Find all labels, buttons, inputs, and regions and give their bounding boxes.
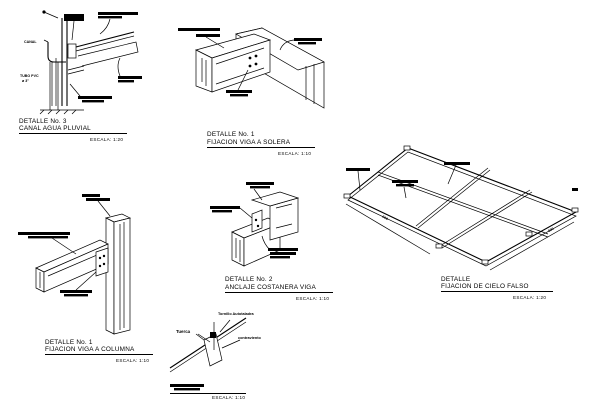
- detail-1-solera-title-name: FIJACION VIGA A SOLERA: [207, 139, 291, 146]
- detail-3-tubo-tag: TUBO PVC: [20, 74, 39, 78]
- detail-3-title-name: CANAL AGUA PLUVIAL: [19, 125, 91, 132]
- detail-4-drawing: [169, 317, 247, 391]
- detail-cielo-title-number: DETALLE: [441, 276, 471, 283]
- detail-1-columna-title-name: FIJACION VIGA A COLUMNA: [45, 346, 135, 353]
- detail-4-underline: [170, 393, 246, 394]
- detail-4-scale: ESCALA: 1:10: [212, 395, 246, 400]
- detail-4-tornillo-tag: Tornillo Autotaladra: [218, 312, 254, 316]
- detail-1-solera-underline: [207, 147, 315, 148]
- detail-cielo-underline: [441, 291, 553, 292]
- detail-3-scale: ESCALA: 1:20: [90, 137, 124, 142]
- detail-1-columna-title-number: DETALLE No. 1: [45, 339, 93, 346]
- detail-1-solera-scale: ESCALA: 1:10: [278, 151, 312, 156]
- detail-cielo-scale: ESCALA: 1:20: [513, 295, 547, 300]
- detail-4-contraviento-tag: contraviento: [238, 336, 261, 340]
- detail-1-columna-scale: ESCALA: 1:10: [116, 358, 150, 363]
- detail-3-canal-drawing: [39, 10, 142, 115]
- detail-2-costanera-drawing: [210, 182, 300, 267]
- detail-2-underline: [225, 292, 333, 293]
- detail-3-diam-tag: ø 3": [22, 79, 29, 83]
- detail-1-columna-underline: [45, 354, 153, 355]
- detail-2-scale: ESCALA: 1:10: [296, 296, 330, 301]
- detail-4-tuerca-tag: Tuerca: [176, 329, 191, 334]
- detail-2-title-number: DETALLE No. 2: [225, 276, 273, 283]
- detail-3-title-number: DETALLE No. 3: [19, 118, 67, 125]
- detail-1-columna-drawing: [18, 194, 132, 335]
- detail-cielo-falso-drawing: [343, 145, 579, 271]
- detail-1-solera-drawing: [178, 27, 325, 109]
- detail-1-solera-title-number: DETALLE No. 1: [207, 131, 255, 138]
- detail-2-title-name: ANCLAJE COSTANERA VIGA: [225, 284, 316, 291]
- detail-cielo-title-name: FIJACION DE CIELO FALSO: [441, 283, 529, 290]
- detail-3-title-underline: [19, 133, 127, 134]
- detail-3-canal-tag: CANAL: [24, 40, 37, 44]
